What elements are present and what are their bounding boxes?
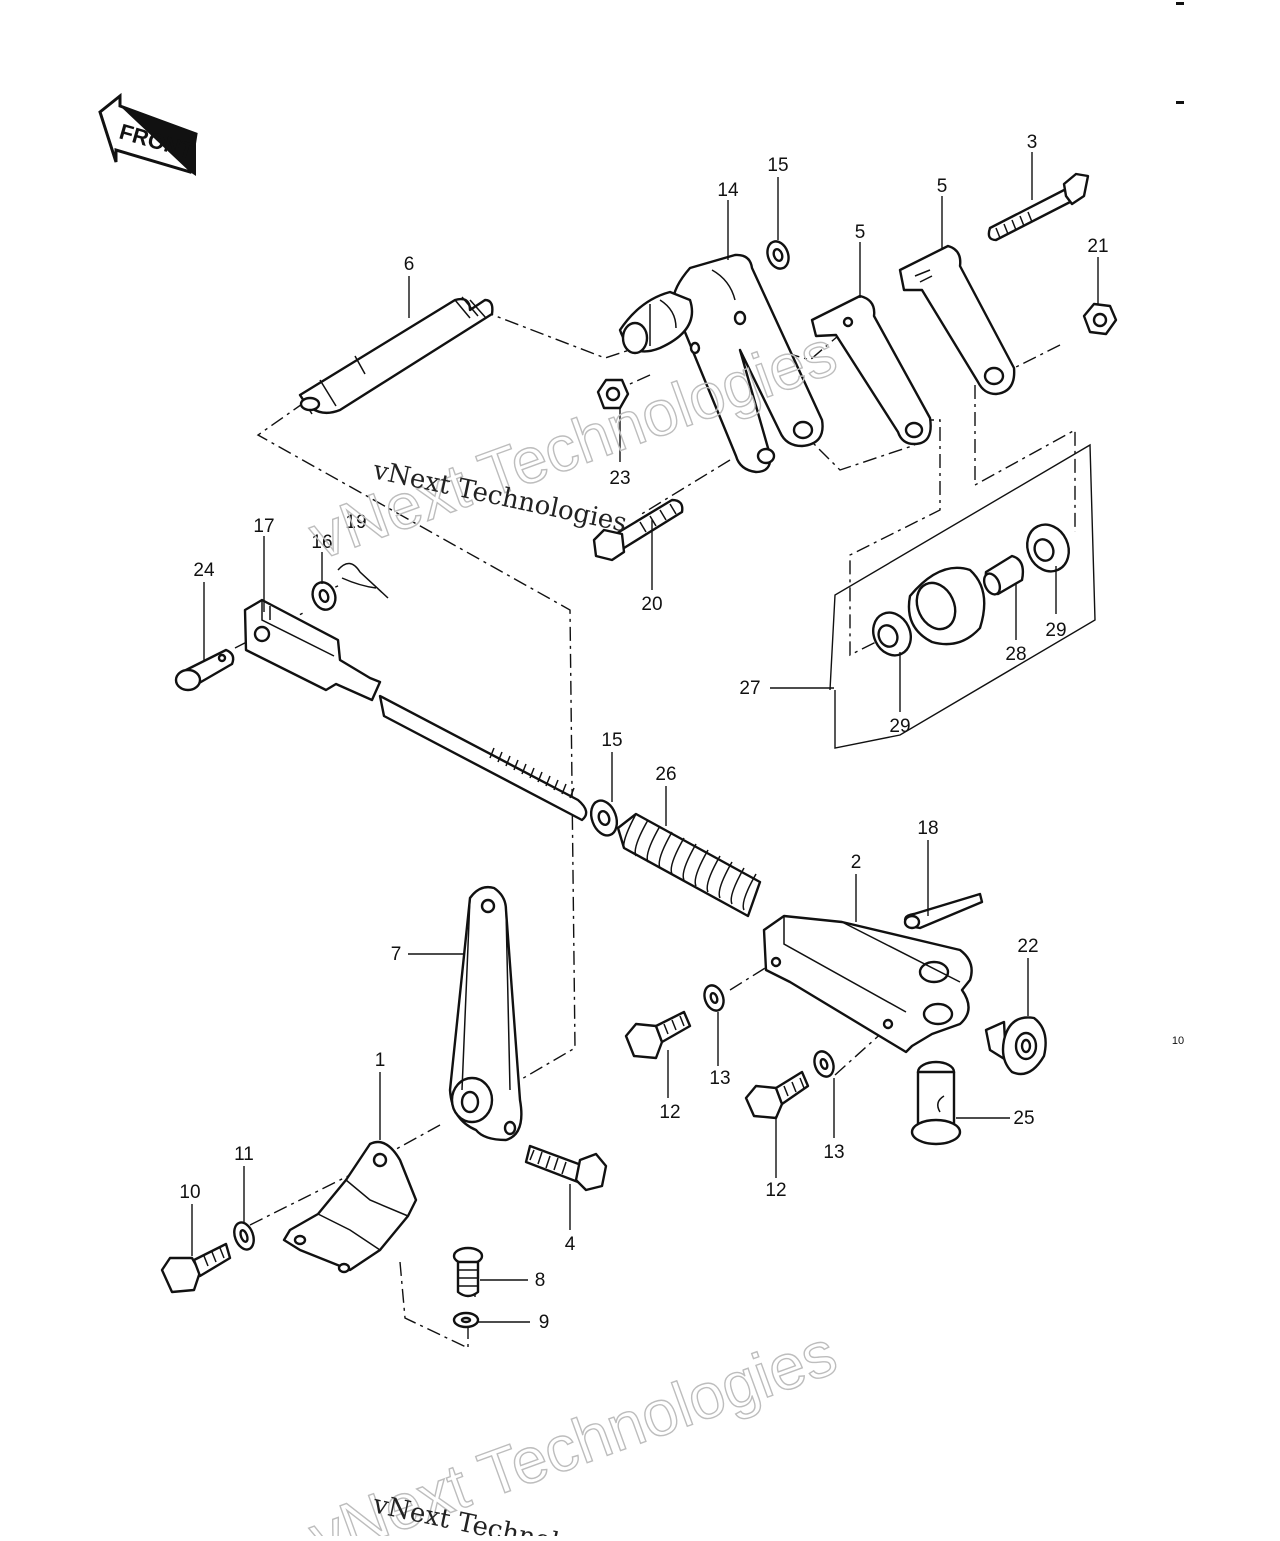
part-18-cotter-pin [903, 892, 984, 930]
callout-18: 18 [917, 818, 938, 839]
callout-15-lower: 15 [601, 730, 622, 751]
corner-tick [1176, 2, 1184, 5]
part-7-lever [448, 885, 523, 1142]
callout-28: 28 [1005, 644, 1026, 665]
callout-29-left: 29 [889, 716, 910, 737]
part-13-washer-upper [703, 984, 725, 1012]
part-16-washer [311, 581, 337, 611]
part-26-spring [616, 812, 762, 918]
part-5-link-right [898, 244, 1016, 396]
part-12-bolt-upper [624, 1010, 692, 1060]
callout-10: 10 [179, 1182, 200, 1203]
part-6-pivot-shaft [298, 296, 494, 415]
callout-12-lower: 12 [765, 1180, 786, 1201]
part-15-washer-top [766, 240, 790, 270]
part-3-bolt [987, 172, 1090, 242]
callout-19: 19 [345, 512, 366, 533]
callout-26: 26 [655, 764, 676, 785]
callout-12-upper: 12 [659, 1102, 680, 1123]
front-arrow-icon: FRONT [98, 92, 198, 176]
callout-6: 6 [404, 254, 415, 275]
corner-mark: 10 [1172, 1035, 1184, 1047]
callout-14: 14 [717, 180, 739, 201]
callout-2: 2 [851, 852, 862, 873]
part-10-bolt [160, 1242, 232, 1294]
callout-5-right: 5 [937, 176, 948, 197]
callout-13-lower: 13 [823, 1142, 844, 1163]
part-9-washer [452, 1311, 480, 1329]
callout-21: 21 [1087, 236, 1108, 257]
callout-15-top: 15 [767, 155, 788, 176]
bracket-27 [829, 443, 1096, 749]
part-24-clevis-pin [174, 648, 235, 692]
watermark-lower: vNext Technologies vNext Technologies [299, 1315, 845, 1541]
part-23-nut [596, 378, 630, 410]
part-17-clevis [243, 598, 382, 702]
callout-22: 22 [1017, 936, 1038, 957]
part-27-bushing-set [872, 523, 1070, 657]
callout-1: 1 [375, 1050, 386, 1071]
part-20-bolt [592, 498, 684, 562]
callout-3: 3 [1027, 132, 1038, 153]
callout-25: 25 [1013, 1108, 1034, 1129]
callout-13-upper: 13 [709, 1068, 730, 1089]
callout-16: 16 [311, 532, 332, 553]
callout-17: 17 [253, 516, 274, 537]
callout-7: 7 [391, 944, 402, 965]
part-22-damper [984, 1016, 1047, 1076]
part-15-washer-lower [589, 799, 619, 837]
callout-20: 20 [641, 594, 662, 615]
corner-tick [1176, 101, 1184, 104]
callout-8: 8 [535, 1270, 546, 1291]
callout-11: 11 [234, 1144, 254, 1165]
part-rod [378, 694, 588, 822]
part-13-washer-lower [813, 1050, 835, 1078]
callout-24: 24 [193, 560, 215, 581]
part-19-clip [337, 562, 389, 599]
part-11-washer [233, 1221, 255, 1251]
part-4-bolt [524, 1144, 608, 1192]
callout-23: 23 [609, 468, 630, 489]
callout-4: 4 [565, 1234, 576, 1255]
part-5-link-left [810, 294, 932, 446]
leader-lines [191, 152, 1099, 1323]
part-8-bolt [452, 1246, 484, 1298]
part-21-nut [1082, 302, 1118, 336]
callout-5-left: 5 [855, 222, 866, 243]
callouts: 6 14 15 5 5 3 21 23 20 17 16 19 24 28 29… [179, 132, 1108, 1333]
part-12-bolt-lower [744, 1070, 810, 1120]
callout-27: 27 [739, 678, 760, 699]
part-14-arm-assembly [618, 253, 824, 474]
callout-9: 9 [539, 1312, 550, 1333]
callout-29-right: 29 [1045, 620, 1066, 641]
part-1-bracket [282, 1140, 418, 1274]
part-2-bracket [762, 914, 973, 1054]
part-25-clevis-pin [910, 1060, 962, 1146]
